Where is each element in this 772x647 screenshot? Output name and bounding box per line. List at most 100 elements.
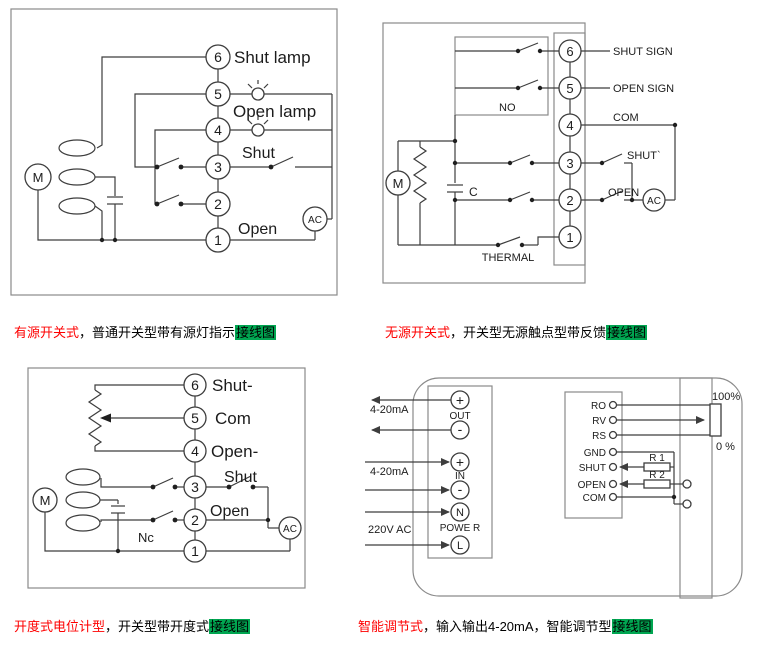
terminal-number: 5: [191, 410, 199, 426]
terminal-number: 2: [191, 512, 199, 528]
strip-terminal: +: [450, 390, 470, 410]
caption-lead: 有源开关式: [14, 325, 80, 340]
open-label: OPEN: [608, 187, 639, 199]
caption-body: ，普通开关型带有源灯指示: [79, 325, 236, 340]
strip-terminal: -: [450, 420, 470, 440]
wiring: [365, 396, 710, 549]
terminal-circle: 2: [205, 191, 231, 217]
caption-body: ，输入输出4-20mA，智能调节型: [423, 619, 612, 634]
diagram-potentiometer-type: M 6 5 4 3 2 1 AC Shut- Com Open- Shut Op…: [27, 367, 306, 589]
capacitor-label: C: [469, 185, 478, 199]
motor-label: M: [33, 170, 44, 185]
terminal-circle: 1: [558, 225, 582, 249]
terminal-symbol: +: [456, 392, 464, 408]
motor-symbol: M: [32, 468, 101, 532]
no-label: NO: [499, 102, 516, 114]
ma-out-label: 4-20mA: [370, 404, 409, 416]
wiring: [44, 384, 291, 552]
terminal-circle: 2: [558, 188, 582, 212]
diagram-intelligent-regulator-type: R 1 R 2 100% 0 % + - OUT + - IN N POWE R…: [365, 377, 743, 599]
strip-terminal: N: [450, 502, 470, 522]
shut-label: Shut: [224, 469, 257, 486]
caption-body: ，开关型无源触点型带反馈: [450, 325, 607, 340]
diagram-dry-contact-type: M C NO THERMAL 6 5 4 3 2 1 AC SHUT SIGN …: [382, 22, 678, 284]
caption-tag: 接线图: [611, 619, 653, 634]
terminal-number: 3: [191, 479, 199, 495]
caption-powered-switch: 有源开关式，普通开关型带有源灯指示接线图: [14, 322, 277, 341]
ac-label: AC: [283, 524, 297, 535]
terminal-number: 5: [566, 81, 573, 96]
terminal-number: 2: [214, 196, 222, 212]
motor-symbol: M: [24, 139, 96, 215]
panel-terminal: [682, 479, 692, 489]
motor-label: M: [40, 493, 51, 508]
shut-label: SHUT`: [627, 150, 661, 162]
terminal-number: 2: [566, 193, 573, 208]
r2-label: R 2: [649, 470, 665, 481]
panel-terminal: [682, 499, 692, 509]
resistor-r1: [643, 462, 671, 472]
terminal-circle: 6: [205, 44, 231, 70]
terminal-circle: 6: [558, 39, 582, 63]
caption-lead: 开度式电位计型: [14, 619, 106, 634]
open-sign-label: OPEN SIGN: [613, 83, 674, 95]
pin-label: GND: [584, 448, 606, 459]
terminal-number: 4: [214, 122, 222, 138]
terminal-number: 6: [191, 377, 199, 393]
nc-label: Nc: [138, 530, 154, 545]
terminal-circle: 1: [205, 227, 231, 253]
caption-tag: 接线图: [209, 619, 251, 634]
lamp-icon: [247, 80, 269, 101]
r1-label: R 1: [649, 453, 665, 464]
com-label: Com: [215, 409, 251, 428]
pct0-label: 0 %: [716, 441, 735, 453]
in-label: IN: [455, 471, 465, 482]
wiring: [397, 42, 676, 246]
open-lamp-label: Open lamp: [233, 102, 316, 121]
terminal-circle: 4: [205, 117, 231, 143]
terminal-number: 1: [214, 232, 222, 248]
pin-rows: RO RV RS GND SHUT OPEN COM: [578, 400, 618, 504]
shut-minus-label: Shut-: [212, 376, 253, 395]
terminal-circle: 3: [205, 154, 231, 180]
lamp-icon: [247, 116, 269, 137]
terminal-circle: 4: [558, 113, 582, 137]
terminal-number: 1: [191, 543, 199, 559]
terminal-number: 3: [566, 156, 573, 171]
terminal-symbol: L: [457, 540, 463, 552]
caption-dry-contact: 无源开关式，开关型无源触点型带反馈接线图: [385, 322, 648, 341]
terminal-number: 6: [214, 49, 222, 65]
terminal-symbol: +: [456, 454, 464, 470]
actuator-body-outline: [412, 377, 743, 597]
pin-label: RS: [592, 431, 606, 442]
ac-label: AC: [308, 215, 322, 226]
open-label: Open: [238, 221, 277, 238]
ac-label: AC: [647, 196, 661, 207]
switch-block: [454, 36, 549, 116]
terminal-circle: 6: [183, 373, 207, 397]
terminal-symbol: -: [458, 481, 463, 497]
pct100-label: 100%: [712, 391, 740, 403]
caption-lead: 无源开关式: [385, 325, 451, 340]
ma-in-label: 4-20mA: [370, 466, 409, 478]
thermal-label: THERMAL: [482, 252, 535, 264]
pin-label: RO: [591, 401, 606, 412]
caption-body: ，开关型带开度式: [105, 619, 210, 634]
terminal-number: 1: [566, 230, 573, 245]
junction-dots: [99, 164, 274, 243]
terminal-circle: 3: [183, 475, 207, 499]
junction-dots: [115, 484, 271, 554]
diagram-border: [382, 22, 586, 284]
pin-label: OPEN: [578, 480, 606, 491]
shut-lamp-label: Shut lamp: [234, 48, 311, 67]
terminal-circle: 5: [558, 76, 582, 100]
terminal-symbol: N: [456, 507, 464, 519]
diagram-border: [10, 8, 338, 296]
pin-block: [564, 391, 623, 519]
wiring: [37, 56, 333, 241]
terminal-circle: 4: [183, 439, 207, 463]
terminal-circle: 2: [183, 508, 207, 532]
diagram-powered-switch-type: M AC 6 5 4 3 2 1 Shut lamp Open lamp Sh: [10, 8, 338, 296]
open-label: Open: [210, 503, 249, 520]
terminal-number: 4: [191, 443, 199, 459]
